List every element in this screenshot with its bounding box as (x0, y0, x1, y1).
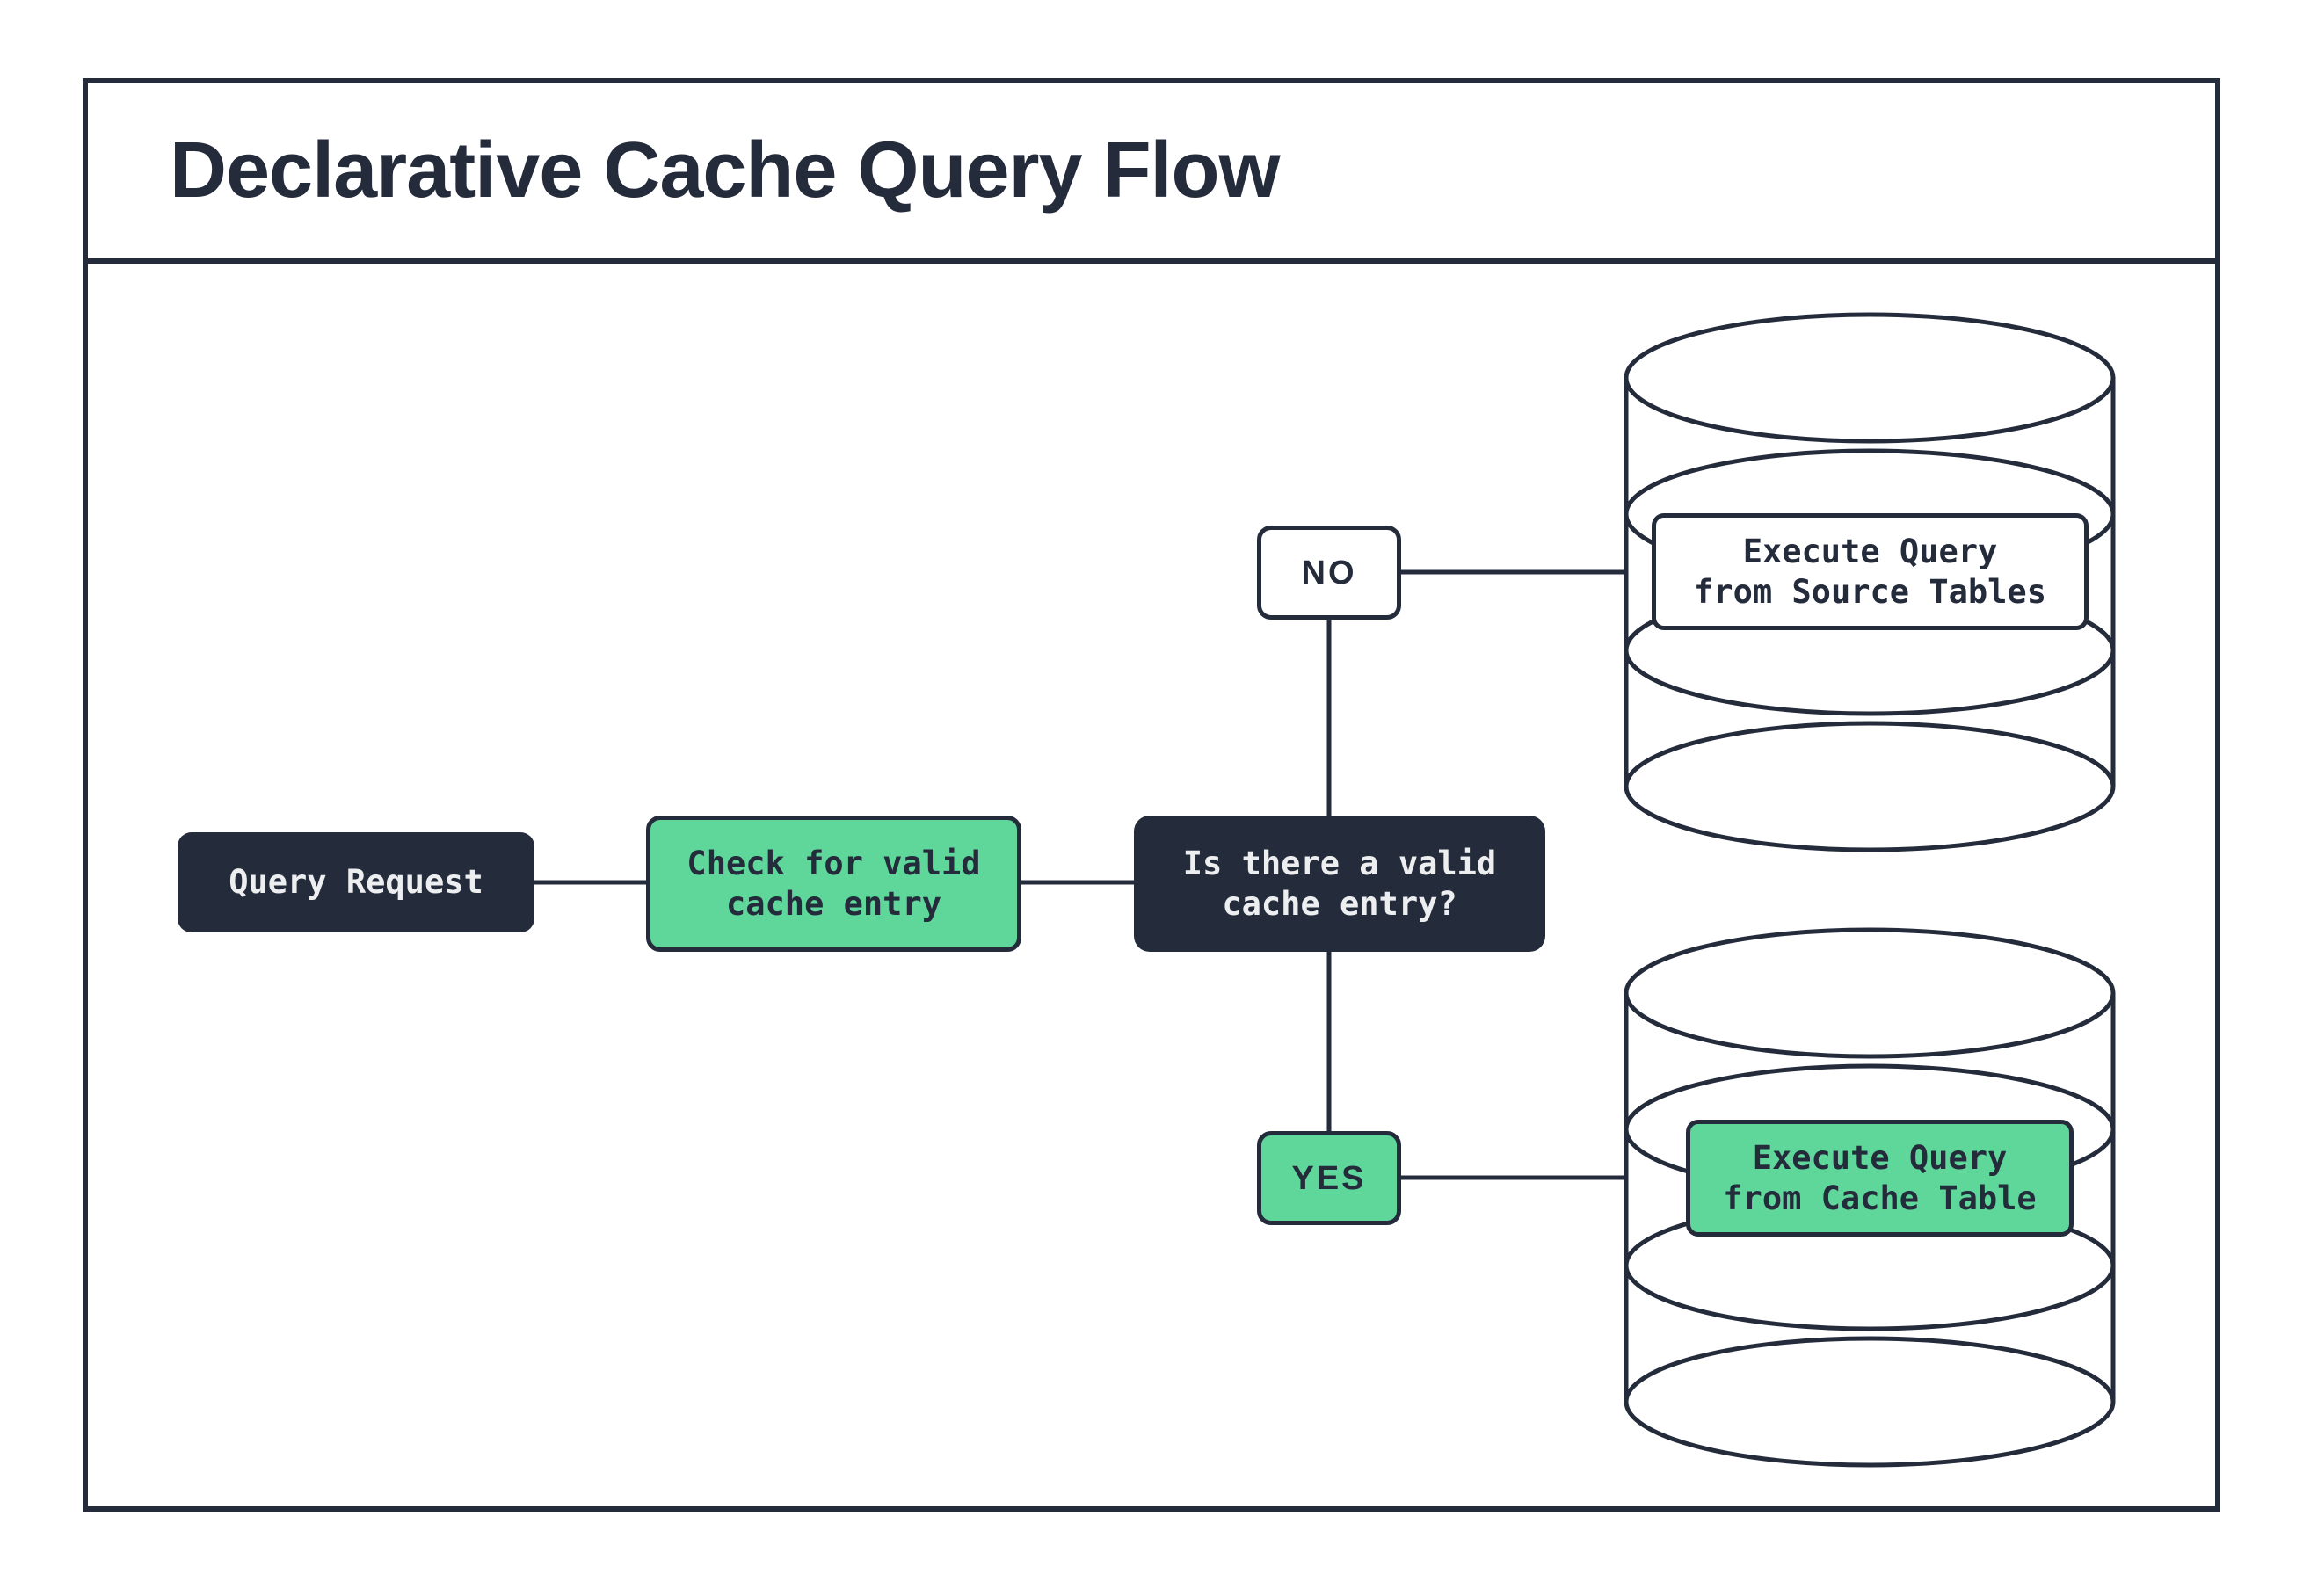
node-execute-cache-query: Execute Query from Cache Table (1686, 1120, 2074, 1237)
connectors (534, 569, 1628, 1180)
node-check-cache-line2: cache entry (725, 884, 942, 923)
node-execute-cache-line2: from Cache Table (1723, 1179, 2037, 1217)
node-execute-source-line2: from Source Tables (1694, 572, 2046, 611)
branch-label-yes: YES (1257, 1131, 1401, 1225)
page-title: Declarative Cache Query Flow (170, 127, 1281, 214)
header: Declarative Cache Query Flow (85, 81, 2218, 261)
branch-label-no: NO (1257, 526, 1401, 620)
node-decision-line1: Is there a valid (1182, 844, 1497, 882)
node-execute-source-line1: Execute Query (1742, 532, 1998, 570)
outer-frame (83, 78, 2220, 1512)
branch-label-yes-text: YES (1291, 1159, 1367, 1197)
branch-label-no-text: NO (1301, 554, 1357, 591)
node-execute-source-query: Execute Query from Source Tables (1652, 513, 2089, 630)
node-check-cache: Check for valid cache entry (646, 816, 1021, 952)
node-check-cache-line1: Check for valid (687, 844, 981, 882)
node-decision-valid-cache: Is there a valid cache entry? (1134, 816, 1545, 952)
node-execute-cache-line1: Execute Query (1752, 1138, 2008, 1177)
node-query-request: Query Request (178, 832, 534, 932)
node-query-request-label: Query Request (229, 863, 483, 901)
node-decision-line2: cache entry? (1222, 884, 1457, 923)
